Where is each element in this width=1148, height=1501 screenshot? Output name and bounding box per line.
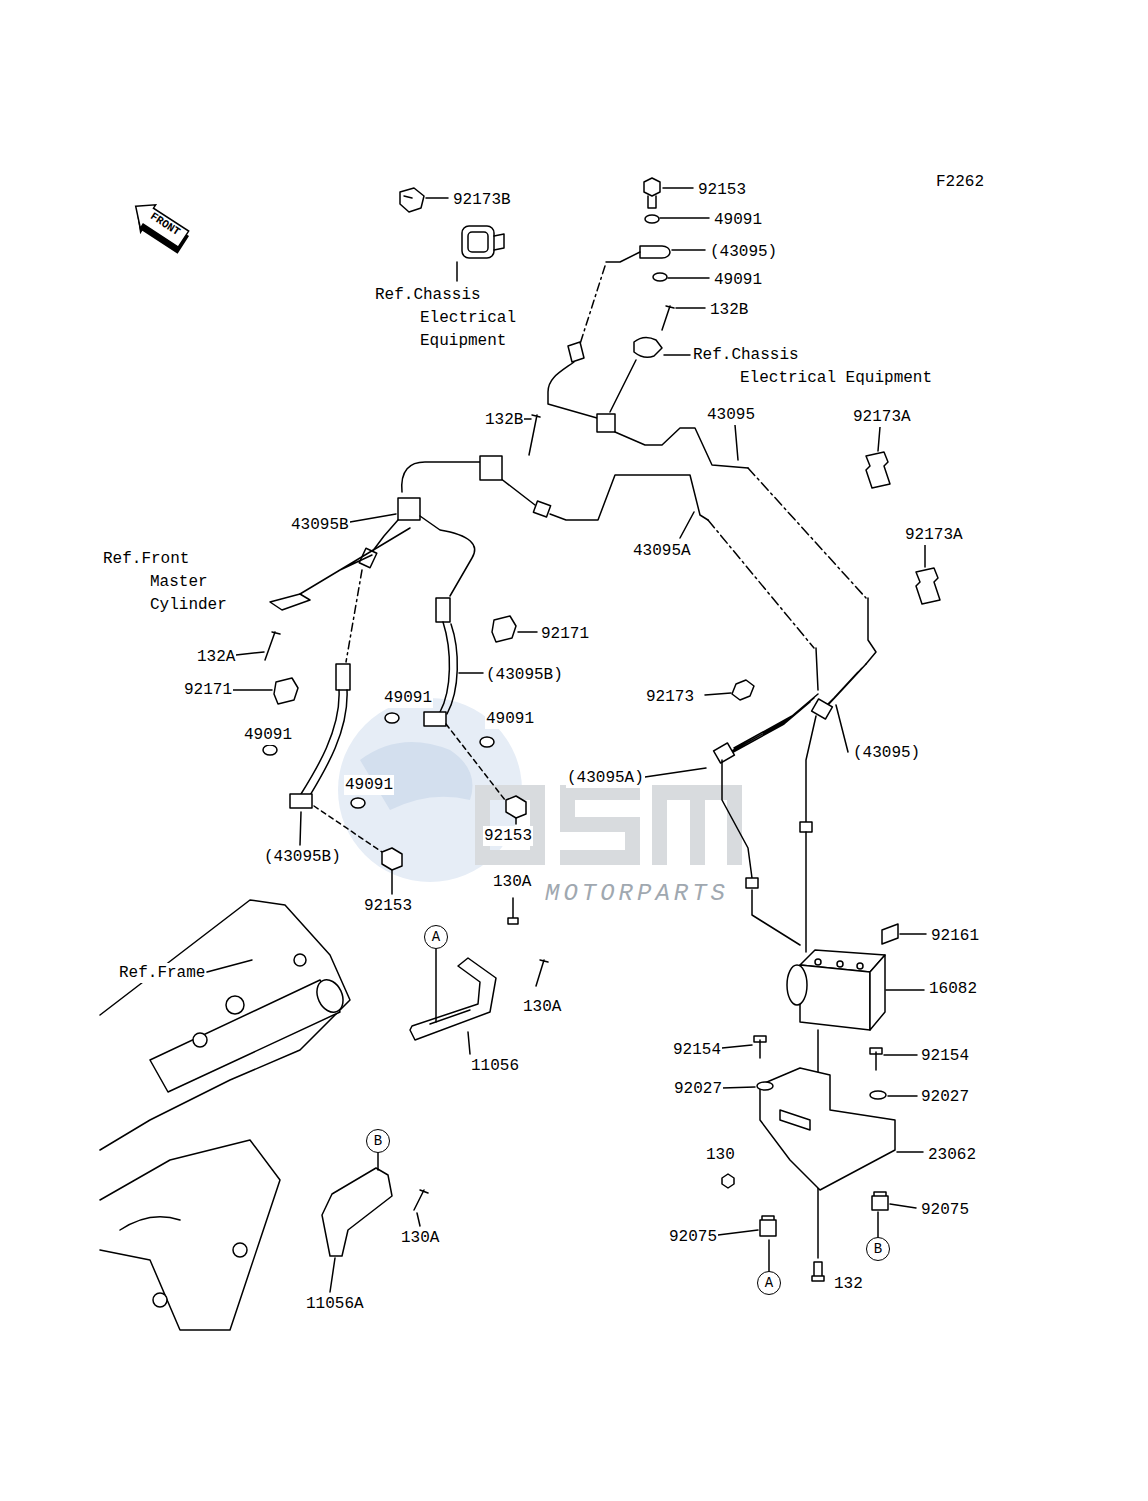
- callout-number: 23062: [927, 1145, 977, 1165]
- callout-number: 49091: [344, 775, 394, 795]
- callout-number: 92153: [363, 896, 413, 916]
- callout-number: 92161: [930, 926, 980, 946]
- callout-number: 92171: [183, 680, 233, 700]
- callout-number: 92173B: [452, 190, 512, 210]
- callout-number: 49091: [243, 725, 293, 745]
- callout-number: 43095: [706, 405, 756, 425]
- callout-number: (43095A): [566, 768, 645, 788]
- frame-outline: [100, 900, 350, 1330]
- callout-number: 92153: [483, 826, 533, 846]
- callout-number: 130A: [522, 997, 562, 1017]
- callout-number: 49091: [713, 210, 763, 230]
- float-spacer: [813, 344, 943, 367]
- reference-note: Ref.Chassis Electrical Equipment: [693, 346, 932, 387]
- callout-number: 92153: [697, 180, 747, 200]
- reference-note: Ref.Frame: [118, 963, 206, 983]
- callout-number: 92075: [920, 1200, 970, 1220]
- callout-number: 130: [705, 1145, 736, 1165]
- reference-note: Ref.Front Master Cylinder: [103, 548, 240, 617]
- reference-circle: A: [757, 1271, 781, 1295]
- callout-number: 92075: [668, 1227, 718, 1247]
- callout-number: 11056: [470, 1056, 520, 1076]
- callout-number: (43095B): [263, 847, 342, 867]
- callout-number: 92027: [673, 1079, 723, 1099]
- reference-circle: A: [424, 925, 448, 949]
- callout-number: 92027: [920, 1087, 970, 1107]
- callout-number: 92154: [672, 1040, 722, 1060]
- callout-number: 92173A: [852, 407, 912, 427]
- callout-number: 130A: [400, 1228, 440, 1248]
- label-box: Ref.Chassis Electrical Equipment: [693, 344, 943, 390]
- direction-arrow: FRONT: [129, 195, 192, 248]
- reference-letter: B: [874, 1241, 882, 1257]
- callout-number: (43095B): [485, 665, 564, 685]
- callout-number: 92154: [920, 1046, 970, 1066]
- reference-letter: B: [374, 1133, 382, 1149]
- watermark-logo: [338, 698, 742, 882]
- watermark: MOTORPARTS: [545, 880, 729, 908]
- callout-number: 49091: [713, 270, 763, 290]
- callout-number: (43095): [709, 242, 778, 262]
- reference-circle: B: [866, 1237, 890, 1261]
- callout-number: (43095): [852, 743, 921, 763]
- abs-unit: [787, 950, 885, 1030]
- reference-note: Ref.Chassis Electrical Equipment: [375, 284, 532, 353]
- callout-number: 92171: [540, 624, 590, 644]
- callout-number: 11056A: [305, 1294, 365, 1314]
- callout-number: 132B: [709, 300, 749, 320]
- callout-number: 16082: [928, 979, 978, 999]
- reference-letter: A: [432, 929, 440, 945]
- callout-number: 132: [833, 1274, 864, 1294]
- callout-number: F2262: [935, 172, 985, 192]
- callout-number: 43095A: [632, 541, 692, 561]
- callout-number: 49091: [383, 688, 433, 708]
- callout-number: 43095B: [290, 515, 350, 535]
- callout-number: 92173A: [904, 525, 964, 545]
- callout-number: 130A: [492, 872, 532, 892]
- reference-circle: B: [366, 1129, 390, 1153]
- callout-number: 132A: [196, 647, 236, 667]
- callout-number: 132B: [484, 410, 524, 430]
- callout-number: 49091: [485, 709, 535, 729]
- reference-letter: A: [765, 1275, 773, 1291]
- callout-number: 92173: [645, 687, 695, 707]
